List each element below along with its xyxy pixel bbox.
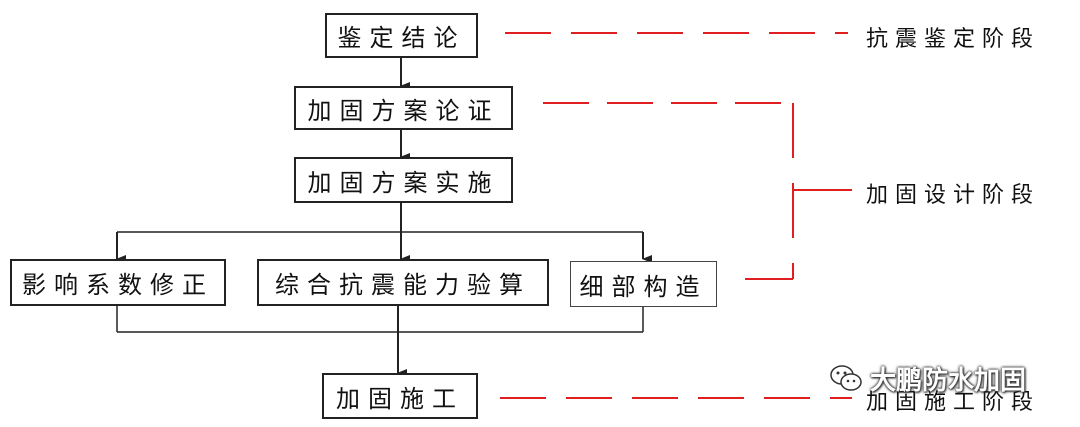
box-coefficient-correction: 影响系数修正 [10, 259, 226, 306]
stage-label-design: 加固设计阶段 [866, 183, 1041, 208]
stage-bracket-design [543, 102, 852, 280]
stage-label-construction: 加固施工阶段 [866, 390, 1041, 415]
wechat-icon [830, 365, 862, 391]
box-scheme-demonstration: 加固方案论证 [294, 86, 513, 130]
box-scheme-implementation: 加固方案实施 [294, 157, 513, 203]
box-appraisal-conclusion: 鉴定结论 [325, 13, 478, 58]
stage-label-appraisal: 抗震鉴定阶段 [866, 27, 1041, 52]
box-detail-construction: 细部构造 [570, 261, 717, 307]
watermark: 大鹏防水加固 [828, 358, 1026, 398]
box-construction: 加固施工 [322, 373, 478, 419]
watermark-text: 大鹏防水加固 [870, 365, 1027, 396]
box-seismic-checking: 综合抗震能力验算 [257, 259, 549, 306]
